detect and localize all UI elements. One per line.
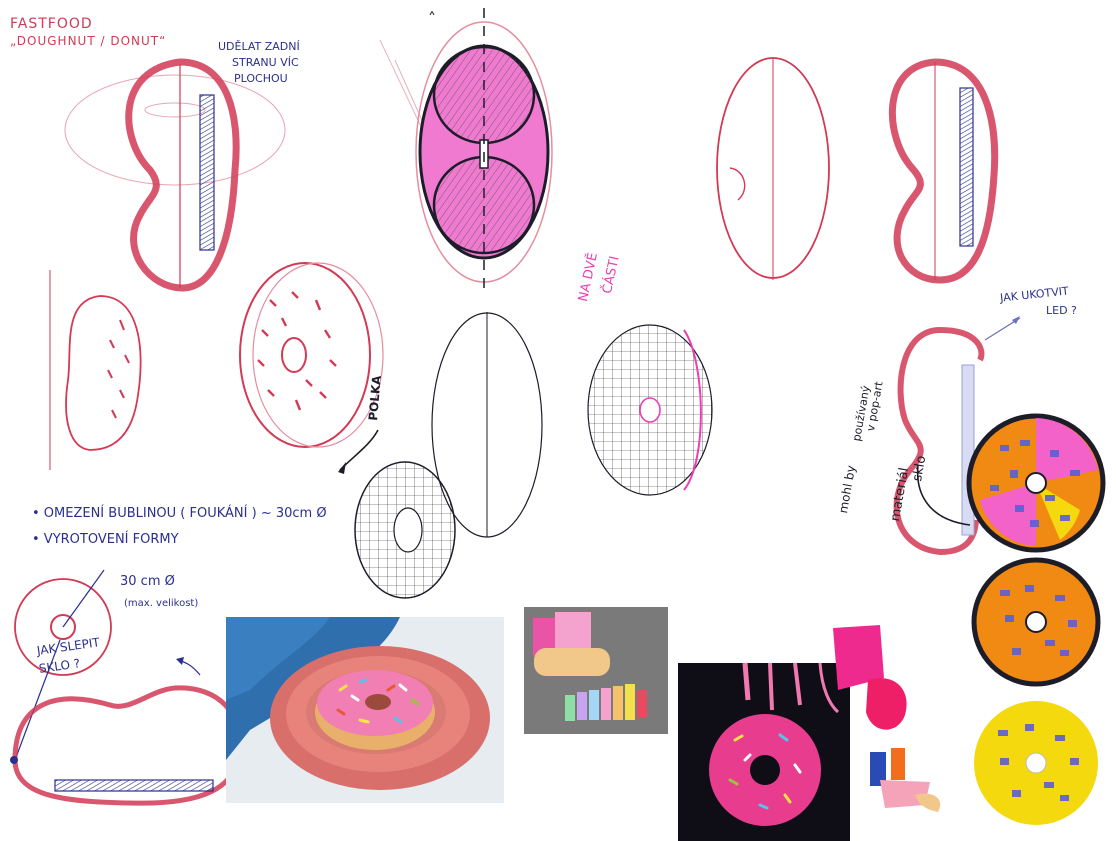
sketch-bean-section-left <box>65 62 285 288</box>
note-bullet2: • VYROTOVENÍ FORMY <box>32 532 179 547</box>
sketch-donut-sprinkles <box>240 263 383 447</box>
note-back-side-l3: PLOCHOU <box>234 72 288 85</box>
sketch-bean-section-right <box>892 62 994 280</box>
sketch-oval-right <box>717 58 829 280</box>
sketch-flat-bean <box>10 657 240 803</box>
popart-donut-3 <box>974 701 1098 825</box>
note-back-side-l2: STRANU VÍC <box>232 56 299 69</box>
arrow-icon <box>338 430 378 474</box>
note-size-l2: (max. velikost) <box>124 598 198 609</box>
note-back-side-l1: UDĚLAT ZADNÍ <box>218 40 300 53</box>
title-line1: FASTFOOD <box>10 16 93 32</box>
note-size-l1: 30 cm Ø <box>120 574 175 589</box>
popart-donut-1 <box>969 416 1103 550</box>
color-palette-swatch <box>524 607 668 734</box>
svg-text:˄: ˄ <box>428 9 436 28</box>
popart-donut-2 <box>974 560 1098 684</box>
sketch-pink-cross-section: ˄ <box>380 8 552 295</box>
note-anchor-l2: LED ? <box>1046 304 1077 317</box>
photo-donut-plate <box>226 617 504 803</box>
sketch-small-bean <box>50 270 141 470</box>
sketch-torus-pink <box>588 325 712 495</box>
title-line2: „DOUGHNUT / DONUT“ <box>10 34 166 48</box>
note-bullet1: • OMEZENÍ BUBLINOU ( FOUKÁNÍ ) ~ 30cm Ø <box>32 506 327 521</box>
photo-dripping-donut <box>678 663 850 841</box>
